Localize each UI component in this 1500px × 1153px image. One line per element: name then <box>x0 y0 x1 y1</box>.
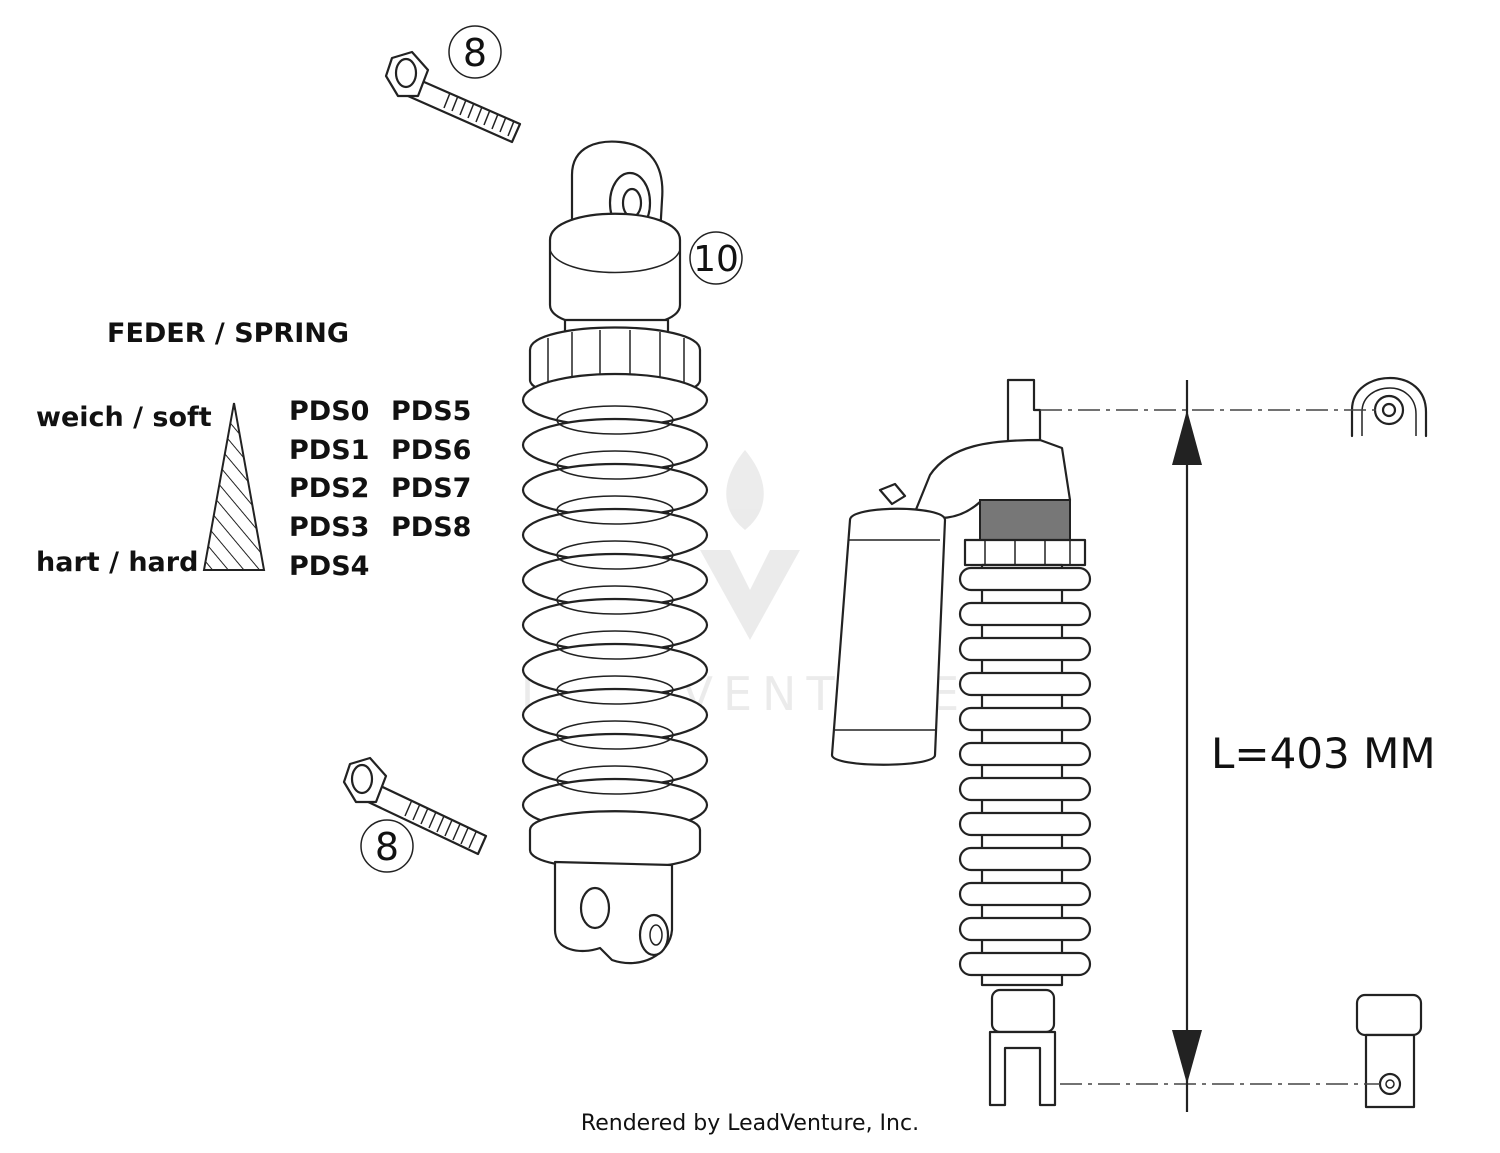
spring-pds1: PDS1 <box>289 435 369 466</box>
spring-pds7: PDS7 <box>391 473 471 504</box>
spring-pds8: PDS8 <box>391 512 471 543</box>
stiffness-wedge <box>202 402 266 571</box>
legend-soft-label: weich / soft <box>36 402 212 433</box>
legend-hard-label: hart / hard <box>36 547 198 578</box>
callout-8-bottom: 8 <box>375 825 399 869</box>
spring-pds0: PDS0 <box>289 396 369 427</box>
shock-side-view <box>830 378 1092 1107</box>
main-spring <box>521 372 709 840</box>
footer-credit: Rendered by LeadVenture, Inc. <box>581 1111 919 1136</box>
dimension: L=403 MM <box>1040 380 1436 1112</box>
callout-8-top: 8 <box>463 31 487 75</box>
callout-circle-8-bottom <box>360 819 414 873</box>
spring-pds4: PDS4 <box>289 551 369 582</box>
bolt-top <box>384 50 522 144</box>
legend-title: FEDER / SPRING <box>107 318 349 349</box>
spring-legend: FEDER / SPRING weich / soft hart / hard … <box>36 318 471 582</box>
spring-pds5: PDS5 <box>391 396 471 427</box>
bottom-eye-detail <box>1355 993 1423 1109</box>
spring-pds6: PDS6 <box>391 435 471 466</box>
spring-pds2: PDS2 <box>289 473 369 504</box>
callout-circle-8-top <box>448 25 502 79</box>
side-spring <box>958 566 1092 977</box>
length-dimension-label: L=403 MM <box>1211 729 1436 778</box>
top-eye-detail <box>1350 376 1428 438</box>
callout-10: 10 <box>693 239 739 280</box>
callout-circle-10 <box>689 231 743 285</box>
spring-pds3: PDS3 <box>289 512 369 543</box>
bolt-bottom <box>342 756 488 856</box>
shock-absorber-exploded <box>521 140 709 965</box>
